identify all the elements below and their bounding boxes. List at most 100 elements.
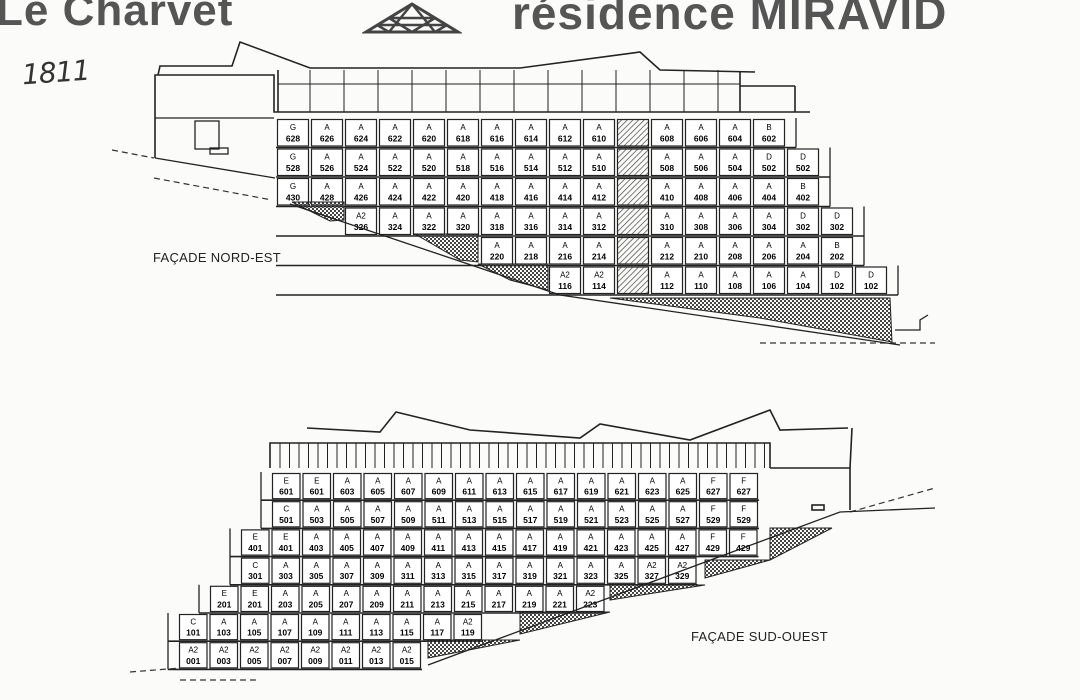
ne-unit-number: 514 [524,163,538,173]
sw-unit-type: A [436,561,442,570]
ne-unit-number: 326 [354,222,368,232]
sw-unit-type: A [344,533,350,542]
sw-unit-type: A [496,589,502,598]
ne-unit-number: 212 [660,252,674,262]
sw-unit-type: A [314,504,320,513]
sw-unit-number: 419 [553,543,567,553]
sw-unit-type: E [252,589,257,598]
ne-unit-type: A [460,182,466,191]
sw-unit-type: F [711,476,716,485]
sw-unit-type: A [345,476,351,485]
sw-unit-type: A2 [219,645,229,654]
sw-unit-type: A [405,589,411,598]
ne-unit-cell [616,148,650,177]
sw-unit-type: A [619,561,625,570]
ne-unit-type: A [392,182,398,191]
ne-unit-type: A [494,152,500,161]
sw-unit-number: 523 [615,515,629,525]
sw-unit-number: 601 [310,487,324,497]
sw-unit-number: 529 [737,515,751,525]
sw-unit-type: A [343,617,349,626]
sw-unit-number: 321 [553,571,567,581]
ne-unit-number: 408 [694,193,708,203]
ne-unit-type: A [698,152,704,161]
sw-unit-number: 213 [431,599,445,609]
sw-unit-type: A [282,617,288,626]
sw-unit-type: A2 [677,561,687,570]
sw-unit-type: A [221,617,227,626]
ne-unit-number: 204 [796,252,810,262]
sw-unit-type: A [313,589,319,598]
sw-unit-number: 607 [401,487,415,497]
sw-unit-number: 525 [645,515,659,525]
ne-unit-number: 208 [728,252,742,262]
ne-unit-number: 610 [592,134,606,144]
sw-unit-number: 403 [309,543,323,553]
sw-unit-number: 109 [308,628,322,638]
ne-unit-cell: A 424 [378,177,412,206]
sw-unit-type: A [557,589,563,598]
sw-unit-number: 515 [493,515,507,525]
sw-unit-number: 325 [614,571,628,581]
sw-unit-type: F [741,533,746,542]
sw-unit-number: 329 [675,571,689,581]
ne-unit-type: A [528,211,534,220]
ne-unit-type: A [426,211,432,220]
sw-unit-number: 425 [645,543,659,553]
sw-unit-number: 423 [614,543,628,553]
ne-unit-number: 516 [490,163,504,173]
sw-unit-number: 201 [248,599,262,609]
ne-unit-type: A [698,123,704,132]
sw-unit-number: 415 [492,543,506,553]
sw-unit-number: 221 [553,599,567,609]
ne-unit-number: 628 [286,134,300,144]
sw-unit-number: 203 [278,599,292,609]
sw-unit-type: A [528,504,534,513]
sw-unit-number: 517 [523,515,537,525]
ne-unit-type: A [528,241,534,250]
sw-unit-number: 003 [217,656,231,666]
sw-unit-number: 311 [401,571,415,581]
ne-unit-number: 416 [524,193,538,203]
sw-unit-number: 207 [339,599,353,609]
sw-unit-number: 007 [278,656,292,666]
ne-unit-number: 424 [388,193,402,203]
ne-unit-type: A [324,182,330,191]
pyramid-logo-icon [362,2,462,34]
sw-unit-type: A [467,476,473,485]
